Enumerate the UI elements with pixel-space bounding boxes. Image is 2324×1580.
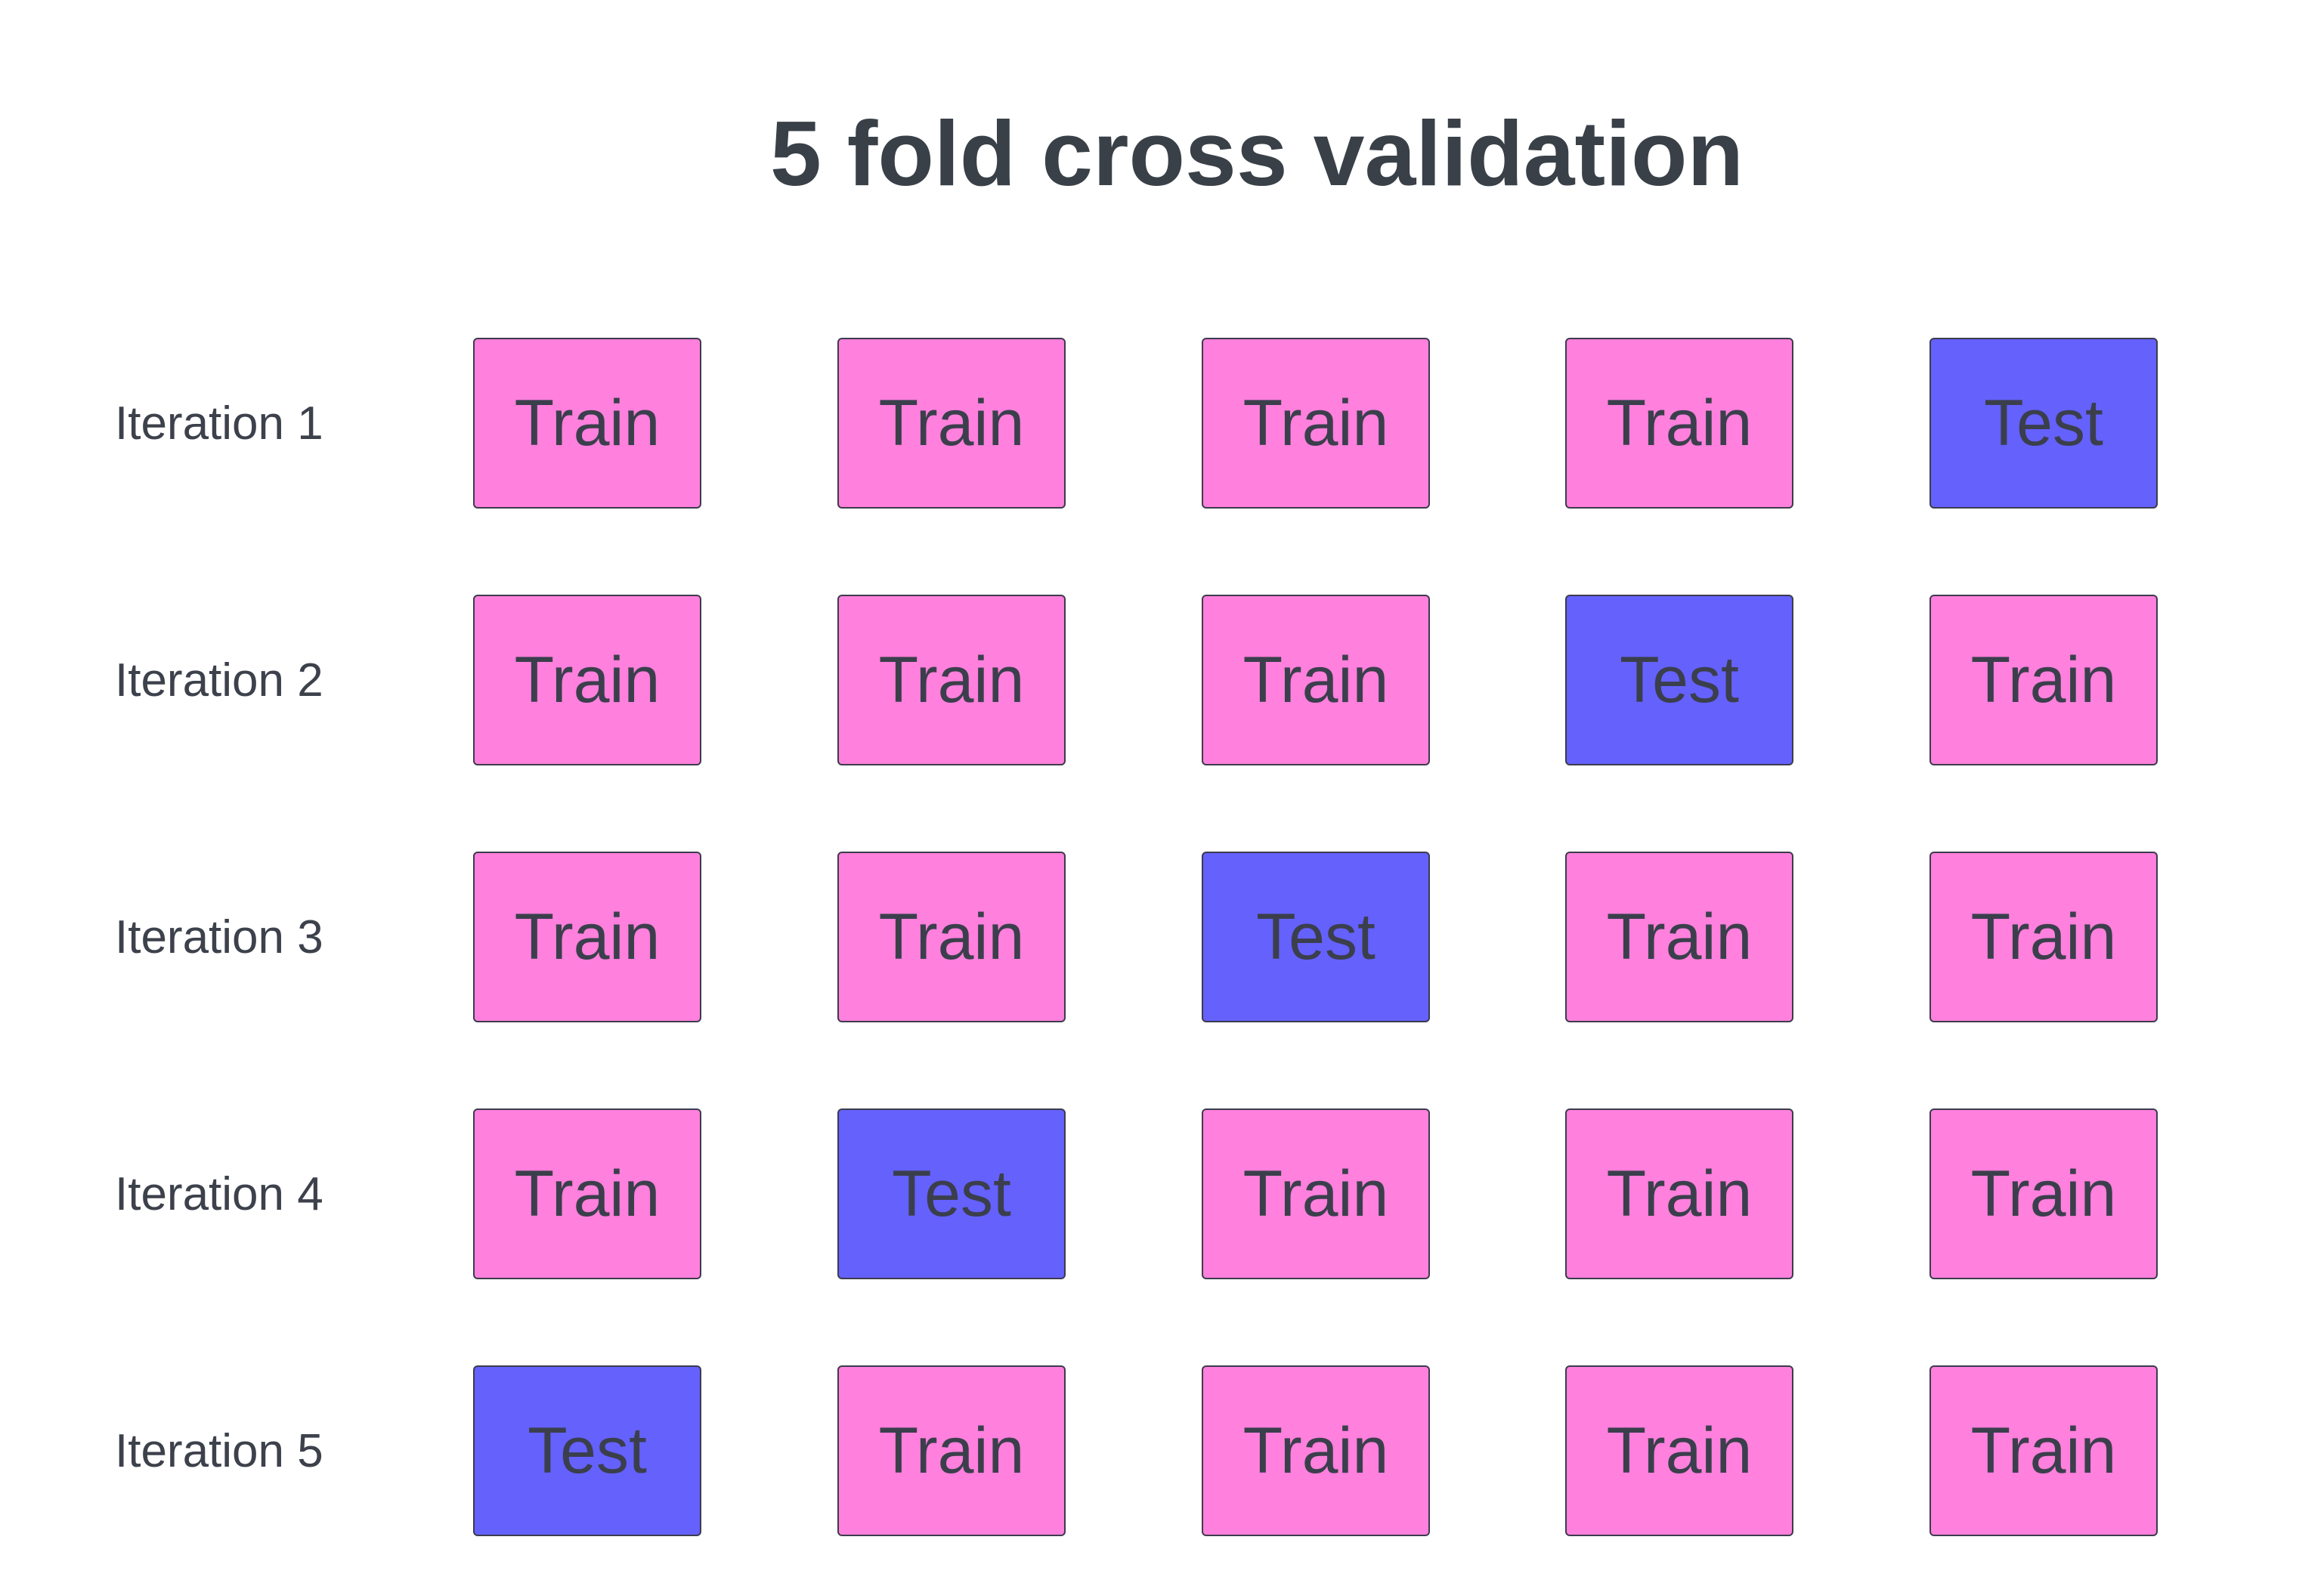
train-fold-box: Train [1202, 338, 1430, 509]
train-fold-box: Train [1565, 1365, 1793, 1536]
train-fold-box: Train [473, 852, 701, 1022]
test-fold-box: Test [1202, 852, 1430, 1022]
train-fold-box: Train [1565, 852, 1793, 1022]
train-fold-box: Train [837, 338, 1066, 509]
iteration-label: Iteration 5 [115, 1424, 323, 1477]
train-fold-box: Train [837, 595, 1066, 765]
test-fold-box: Test [837, 1108, 1066, 1279]
train-fold-box: Train [1929, 1365, 2158, 1536]
iteration-label: Iteration 2 [115, 654, 323, 707]
train-fold-box: Train [1202, 1108, 1430, 1279]
diagram-title: 5 fold cross validation [769, 102, 1744, 205]
train-fold-box: Train [1929, 852, 2158, 1022]
train-fold-box: Train [837, 1365, 1066, 1536]
train-fold-box: Train [473, 338, 701, 509]
iteration-label: Iteration 1 [115, 397, 323, 450]
train-fold-box: Train [1929, 1108, 2158, 1279]
train-fold-box: Train [837, 852, 1066, 1022]
iteration-label: Iteration 4 [115, 1167, 323, 1220]
test-fold-box: Test [473, 1365, 701, 1536]
train-fold-box: Train [1565, 1108, 1793, 1279]
iteration-label: Iteration 3 [115, 911, 323, 963]
train-fold-box: Train [1202, 1365, 1430, 1536]
train-fold-box: Train [1565, 338, 1793, 509]
test-fold-box: Test [1565, 595, 1793, 765]
train-fold-box: Train [473, 595, 701, 765]
test-fold-box: Test [1929, 338, 2158, 509]
train-fold-box: Train [473, 1108, 701, 1279]
train-fold-box: Train [1202, 595, 1430, 765]
train-fold-box: Train [1929, 595, 2158, 765]
